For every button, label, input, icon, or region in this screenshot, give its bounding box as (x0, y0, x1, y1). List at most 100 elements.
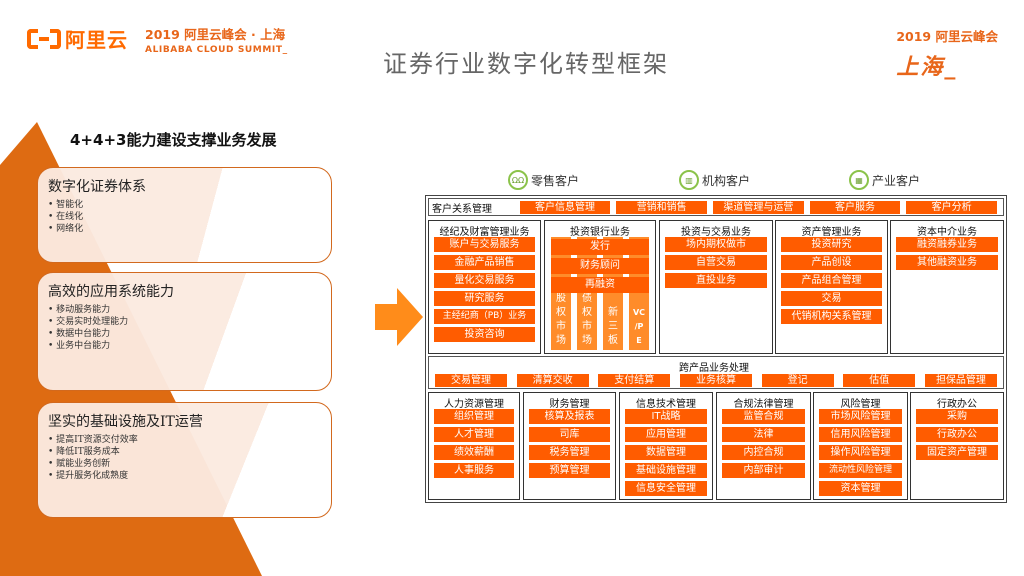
crm-item: 客户信息管理 (519, 200, 611, 214)
card-bullet: 在线化 (48, 211, 331, 223)
summit-line-1: 2019 阿里云峰会 · 上海 (145, 27, 286, 42)
business-column-asset-management: 资产管理业务 投资研究 产品创设 产品组合管理 交易 代销机构关系管理 (775, 220, 888, 354)
management-item: 内部审计 (722, 463, 805, 478)
business-item: 金融产品销售 (434, 255, 535, 270)
card-bullet: 降低IT服务成本 (48, 446, 331, 458)
cross-product-item: 估值 (843, 374, 916, 387)
management-item: 信用风险管理 (819, 427, 902, 442)
summit-line-2: ALIBABA CLOUD SUMMIT_ (145, 45, 288, 55)
crm-item: 营销和销售 (616, 200, 708, 214)
business-item: 主经纪商（PB）业务 (434, 309, 535, 324)
business-item: 账户与交易服务 (434, 237, 535, 252)
column-title: 行政办公 (937, 399, 977, 410)
column-title: 资本中介业务 (917, 227, 977, 238)
column-title: 经纪及财富管理业务 (439, 227, 530, 238)
management-item: 人才管理 (434, 427, 514, 442)
business-item: 产品组合管理 (781, 273, 882, 288)
business-item: 研究服务 (434, 291, 535, 306)
summit-badge-right: 2019 阿里云峰会 上海_ (896, 26, 998, 81)
card-bullet: 交易实时处理能力 (48, 316, 331, 328)
management-column-admin: 行政办公 采购 行政办公 固定资产管理 (910, 392, 1004, 500)
cross-product-item: 登记 (761, 374, 834, 387)
cross-product-item: 业务核算 (679, 374, 752, 387)
crm-label: 客户关系管理 (432, 203, 492, 215)
card-title: 坚实的基础设施及IT运营 (48, 414, 203, 430)
business-item: 交易 (781, 291, 882, 306)
card-bullet: 数据中台能力 (48, 328, 331, 340)
ib-bar: 再融资 (551, 277, 649, 293)
crm-item: 客户服务 (809, 200, 901, 214)
business-item: 投资咨询 (434, 327, 535, 342)
alibaba-cloud-logo: 阿里云 (27, 24, 128, 53)
segment-retail: ΩΩ 零售客户 (508, 170, 579, 190)
column-title: 投资与交易业务 (681, 227, 751, 238)
cross-product-row: 跨产品业务处理 交易管理 清算交收 支付结算 业务核算 登记 估值 担保品管理 (428, 356, 1004, 389)
card-bullet: 提升服务化成熟度 (48, 470, 331, 482)
people-icon: ΩΩ (508, 170, 528, 190)
ib-bars: 发行 财务顾问 再融资 (551, 239, 649, 296)
framework-frame (425, 195, 1007, 503)
business-item: 其他融资业务 (896, 255, 998, 270)
crm-item: 渠道管理与运营 (713, 200, 804, 214)
factory-icon: ▦ (849, 170, 869, 190)
business-item: 量化交易服务 (434, 273, 535, 288)
business-column-capital-intermediary: 资本中介业务 融资融券业务 其他融资业务 (890, 220, 1004, 354)
business-item: 投资研究 (781, 237, 882, 252)
cross-product-item: 担保品管理 (924, 374, 997, 387)
business-item: 产品创设 (781, 255, 882, 270)
capability-card-application: 高效的应用系统能力 移动服务能力 交易实时处理能力 数据中台能力 业务中台能力 (37, 272, 332, 391)
card-title: 高效的应用系统能力 (48, 284, 174, 300)
management-item: 核算及报表 (529, 409, 610, 424)
management-item: 市场风险管理 (819, 409, 902, 424)
cross-product-title: 跨产品业务处理 (679, 363, 749, 374)
segment-label: 产业客户 (872, 173, 921, 188)
logo-text: 阿里云 (65, 28, 128, 52)
card-bullet: 赋能业务创新 (48, 458, 331, 470)
management-item: 监管合规 (722, 409, 805, 424)
column-title: 投资银行业务 (570, 227, 630, 238)
column-title: 风险管理 (840, 399, 881, 410)
business-column-brokerage: 经纪及财富管理业务 账户与交易服务 金融产品销售 量化交易服务 研究服务 主经纪… (428, 220, 541, 354)
card-bullet: 提高IT资源交付效率 (48, 434, 331, 446)
management-item: 内控合规 (722, 445, 805, 460)
management-item: 绩效薪酬 (434, 445, 514, 460)
summit-right-line-2: 上海_ (896, 54, 958, 80)
column-title: 合规法律管理 (733, 399, 794, 410)
management-column-compliance: 合规法律管理 监管合规 法律 内控合规 内部审计 (716, 392, 811, 500)
card-bullet: 移动服务能力 (48, 304, 331, 316)
business-item: 场内期权做市 (665, 237, 767, 252)
management-item: 流动性风险管理 (819, 463, 902, 478)
segment-label: 零售客户 (531, 173, 580, 188)
cross-product-item: 交易管理 (435, 374, 507, 387)
management-item: 数据管理 (625, 445, 707, 460)
segment-industry: ▦ 产业客户 (849, 170, 920, 190)
building-icon: ▥ (679, 170, 699, 190)
crm-row: 客户关系管理 客户信息管理 营销和销售 渠道管理与运营 客户服务 客户分析 (428, 198, 1004, 216)
business-column-trading: 投资与交易业务 场内期权做市 自营交易 直投业务 (659, 220, 773, 354)
cross-product-item: 清算交收 (516, 374, 589, 387)
business-item: 融资融券业务 (896, 237, 998, 252)
management-column-it: 信息技术管理 IT战略 应用管理 数据管理 基础设施管理 信息安全管理 (619, 392, 713, 500)
summit-right-line-1: 2019 阿里云峰会 (896, 29, 998, 44)
management-item: 法律 (722, 427, 805, 442)
card-title: 数字化证券体系 (48, 179, 146, 195)
column-title: 财务管理 (549, 399, 590, 410)
page-title: 证券行业数字化转型框架 (383, 50, 669, 78)
column-title: 人力资源管理 (444, 399, 504, 410)
segment-label: 机构客户 (702, 173, 751, 188)
card-bullet: 智能化 (48, 199, 331, 211)
management-item: 预算管理 (529, 463, 610, 478)
management-item: 行政办公 (916, 427, 998, 442)
summit-badge: 2019 阿里云峰会 · 上海 ALIBABA CLOUD SUMMIT_ (145, 24, 288, 55)
segment-institution: ▥ 机构客户 (679, 170, 750, 190)
ib-bar: 发行 (551, 239, 649, 255)
management-item: 基础设施管理 (625, 463, 707, 478)
crm-item: 客户分析 (906, 200, 997, 214)
management-item: 税务管理 (529, 445, 610, 460)
management-item: 资本管理 (819, 481, 902, 496)
management-item: 采购 (916, 409, 998, 424)
ib-bar: 财务顾问 (551, 258, 649, 274)
management-column-finance: 财务管理 核算及报表 司库 税务管理 预算管理 (523, 392, 616, 500)
management-item: 信息安全管理 (625, 481, 707, 496)
